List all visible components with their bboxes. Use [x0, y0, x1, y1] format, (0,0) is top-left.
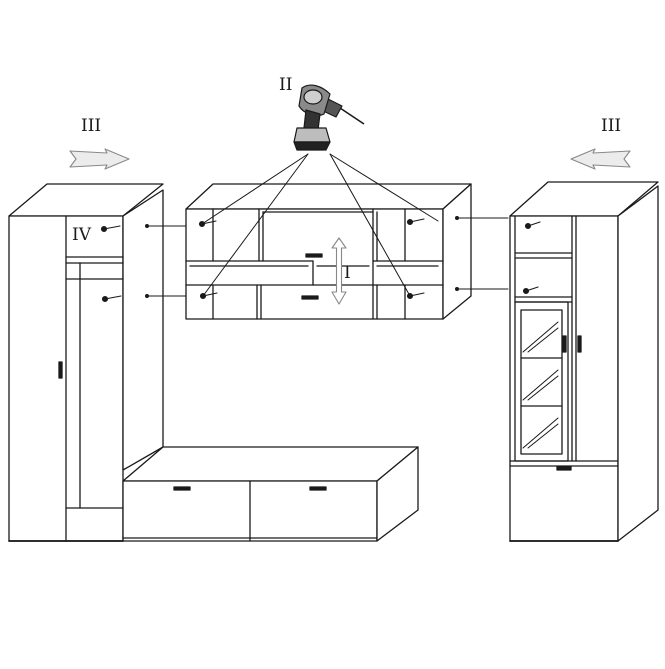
drawer-handle	[309, 486, 327, 491]
screw-icon	[524, 221, 541, 230]
door-handle	[58, 361, 63, 379]
screw-icon	[101, 295, 122, 303]
right-glass-cabinet	[509, 181, 659, 542]
step-label-i: I	[344, 263, 351, 283]
screw-icon	[100, 225, 121, 233]
mounting-lines	[145, 216, 509, 298]
screw-icon	[522, 286, 539, 295]
hollow-arrow-right-icon	[69, 148, 130, 170]
step-label-ii: II	[279, 75, 293, 95]
double-headed-vertical-arrow-icon	[331, 237, 347, 305]
drawer-handle	[556, 466, 572, 471]
step-label-iv: IV	[72, 225, 91, 245]
screw-icon	[406, 218, 425, 226]
glass-door-handle	[562, 335, 567, 353]
left-wardrobe	[8, 183, 164, 542]
flap-handle	[305, 253, 323, 258]
cordless-drill-icon	[293, 84, 365, 151]
drawer-handle	[173, 486, 191, 491]
drill-guide-lines	[201, 153, 439, 297]
hollow-arrow-left-icon	[570, 148, 631, 170]
step-label-iii-right: III	[601, 116, 622, 136]
door-handle	[577, 335, 582, 353]
step-label-iii-left: III	[81, 116, 102, 136]
low-tv-bench	[122, 446, 419, 542]
wall-shelf	[185, 183, 472, 320]
drawer-handle	[301, 295, 319, 300]
